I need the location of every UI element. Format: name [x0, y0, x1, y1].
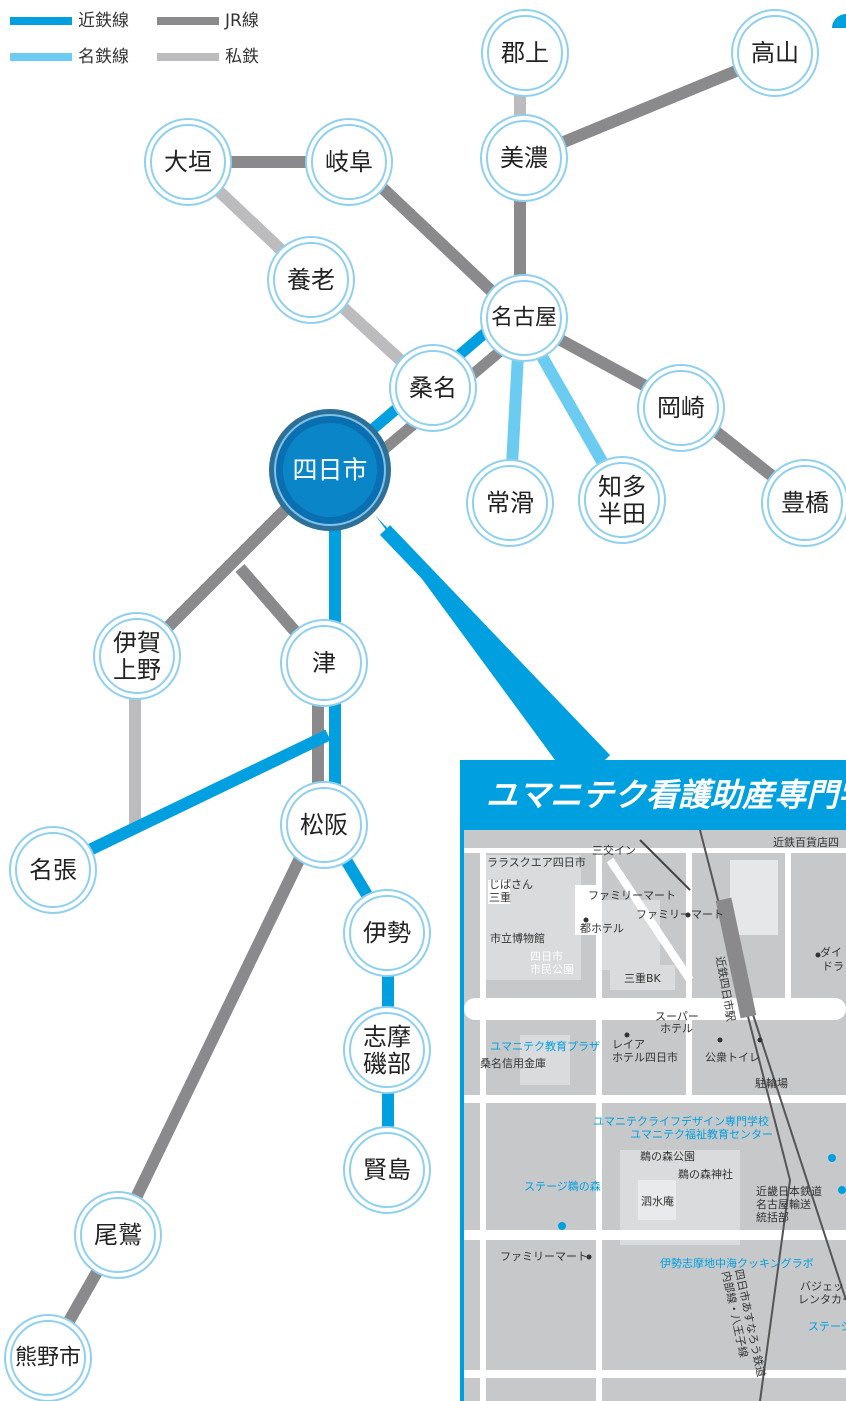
inset-label-transport: 近畿日本鉄道 — [756, 1184, 822, 1198]
station-tsu — [280, 619, 368, 707]
label-nagoya: 名古屋 — [491, 306, 557, 331]
station-kashikojima — [343, 1126, 431, 1214]
label-ise: 伊勢 — [363, 919, 411, 947]
inset-label-super: スーパー — [655, 1010, 699, 1023]
station-kuwana — [389, 344, 477, 432]
label-isobe: 磯部 — [363, 1050, 411, 1078]
corner-mark — [832, 14, 846, 28]
inset-label-toilet: 公衆トイレ — [705, 1051, 760, 1064]
inset-label-museum: 市立博物館 — [490, 931, 545, 945]
station-matsusaka — [280, 781, 368, 869]
station-iga-ueno — [93, 612, 181, 700]
inset-label-lalasquare: ララスクエア四日市 — [487, 855, 586, 869]
label-takayama: 高山 — [751, 39, 799, 67]
inset-label-miyako: 都ホテル — [580, 922, 624, 935]
label-ogaki: 大垣 — [164, 148, 212, 176]
inset-label-mie-bk: 三重BK — [624, 971, 662, 985]
label-tsu: 津 — [312, 649, 336, 677]
inset-label-humanitec-plaza: ユマニテク教育プラザ — [490, 1039, 600, 1053]
inset-label-transport-3: 統括部 — [756, 1210, 789, 1224]
inset-label-park: 四日市 — [530, 949, 563, 963]
inset-label-familymart-1: ファミリーマート — [588, 889, 676, 902]
inset-label-shisuian: 泗水庵 — [641, 1194, 674, 1208]
label-shima: 志摩 — [363, 1023, 411, 1051]
station-ogaki — [144, 118, 232, 206]
inset-label-leia: レイア — [612, 1038, 645, 1051]
station-takayama — [731, 9, 819, 97]
line-nabari-tsu — [45, 729, 331, 876]
callout-wedge — [375, 515, 605, 760]
label-gujo: 郡上 — [501, 39, 549, 67]
inset-label-park-2: 市民公園 — [530, 962, 574, 976]
inset-label-parking: 駐輪場 — [755, 1076, 788, 1090]
inset-label-life-design: ユマニテクライフデザイン専門学校 — [593, 1114, 769, 1128]
inset-label-kintetsu-dept: 近鉄百貨店四 — [773, 835, 839, 849]
label-kumano: 熊野市 — [15, 1346, 81, 1371]
inset-label-super-2: ホテル — [660, 1022, 693, 1035]
station-tokoname — [466, 459, 554, 547]
inset-label-shrine: 鵜の森神社 — [678, 1167, 733, 1181]
label-yokkaichi: 四日市 — [292, 456, 367, 485]
station-ise — [343, 889, 431, 977]
inset-label-daiwa: ダイ — [820, 945, 842, 959]
legend-item-meitetsu: 名鉄線 — [10, 42, 129, 67]
legend-item-jr: JR線 — [157, 6, 259, 31]
inset-label-budget: バジェット — [800, 1280, 846, 1293]
label-okazaki: 岡崎 — [657, 394, 705, 422]
legend-item-kintetsu: 近鉄線 — [10, 6, 129, 31]
station-shima-isobe — [343, 1006, 431, 1094]
inset-label-unomori-park: 鵜の森公園 — [640, 1149, 695, 1163]
label-iga: 伊賀 — [113, 629, 161, 657]
label-ueno: 上野 — [113, 656, 161, 684]
inset-label-jibasan: じばさん — [489, 878, 533, 891]
label-chita: 知多 — [598, 473, 646, 501]
station-toyohashi — [761, 459, 846, 547]
label-nabari: 名張 — [29, 856, 77, 884]
label-gifu: 岐阜 — [325, 148, 373, 176]
station-okazaki — [637, 364, 725, 452]
inset-label-daiwa-2: ドラ — [822, 960, 844, 973]
station-gujo — [481, 9, 569, 97]
label-tokoname: 常滑 — [486, 489, 534, 517]
label-owase: 尾鷲 — [94, 1221, 142, 1249]
inset-label-stage-2: ステージ — [808, 1320, 846, 1333]
label-kuwana: 桑名 — [409, 374, 457, 402]
label-matsusaka: 松阪 — [300, 811, 348, 839]
station-kumano — [4, 1314, 92, 1401]
inset-map: ユマニテク看護助産専門学 — [460, 760, 846, 1401]
legend-item-private: 私鉄 — [157, 42, 259, 67]
inset-label-jibasan-2: 三重 — [489, 890, 511, 904]
label-yoro: 養老 — [287, 266, 335, 294]
inset-label-familymart-3: ファミリーマート — [500, 1250, 588, 1263]
label-toyohashi: 豊橋 — [781, 489, 829, 517]
inset-label-cooking: 伊勢志摩地中海クッキングラボ — [660, 1256, 814, 1270]
label-kashikojima: 賢島 — [363, 1156, 411, 1184]
station-nabari — [9, 826, 97, 914]
station-gifu — [305, 118, 393, 206]
inset-label-welfare: ユマニテク福祉教育センター — [630, 1127, 773, 1141]
station-mino — [480, 114, 568, 202]
station-owase — [74, 1191, 162, 1279]
inset-label-transport-2: 名古屋輸送 — [756, 1197, 811, 1211]
inset-label-budget-2: レンタカー — [798, 1293, 846, 1306]
inset-label-familymart-2: ファミリーマート — [636, 908, 724, 921]
inset-label-stage-unomori: ステージ鵜の森 — [524, 1179, 601, 1193]
label-mino: 美濃 — [500, 144, 548, 172]
station-yokkaichi-hub — [269, 409, 391, 531]
station-yoro — [267, 236, 355, 324]
line-matsusaka-owase — [112, 822, 322, 1238]
inset-label-leia-2: ホテル四日市 — [612, 1050, 678, 1064]
inset-label-sankoin: 三交イン — [592, 843, 636, 857]
station-nagoya — [480, 274, 568, 362]
label-handa: 半田 — [598, 500, 646, 528]
inset-title: ユマニテク看護助産専門学 — [486, 776, 846, 814]
station-chita-handa — [578, 456, 666, 544]
inset-label-kuwana-shinkin: 桑名信用金庫 — [480, 1056, 546, 1070]
